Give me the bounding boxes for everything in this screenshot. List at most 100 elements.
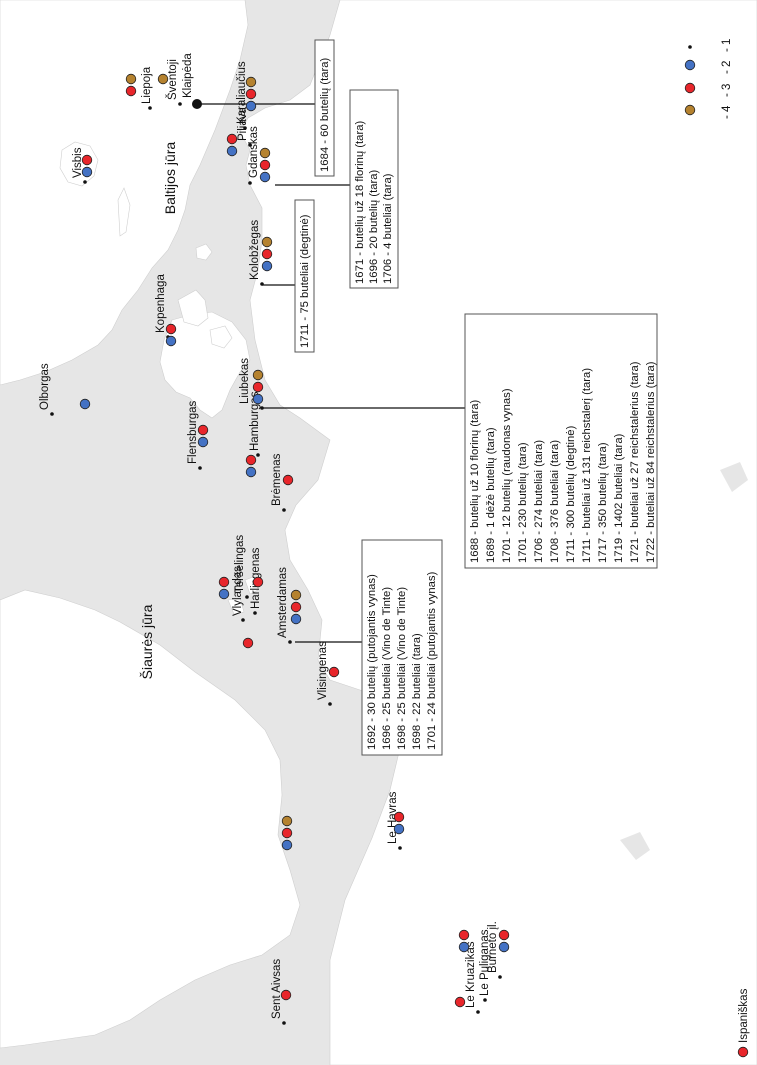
town-label: Gdanskas [248,126,260,178]
town-label: Liepoja [141,66,153,104]
town-dot [282,1021,286,1025]
marker-category-3 [393,811,405,823]
marker-category-4 [281,815,293,827]
town-label: Liubekas [239,358,251,404]
legend-label-1: - 1 [721,39,733,52]
box-amsterdam-line: 1701 - 24 buteliai (putojantis vynas) [426,571,438,750]
marker-category-3 [280,989,292,1001]
marker-category-2 [290,613,302,625]
marker-category-4 [125,73,137,85]
marker-category-3 [498,929,510,941]
lakes [620,462,748,860]
town-label: Olborgas [39,363,51,410]
town-dot [498,975,502,979]
marker-category-3 [245,88,257,100]
town-dot [198,466,202,470]
town-dot [282,508,286,512]
marker-category-4 [252,369,264,381]
marker-category-3 [125,85,137,97]
town-dot [483,998,487,1002]
box-amsterdam: 1692 - 30 butelių (putojantis vynas) 169… [361,539,443,756]
marker-category-3 [328,666,340,678]
marker-category-3 [458,929,470,941]
town-label: Kopenhaga [155,274,167,333]
legend-marker-1 [688,45,692,49]
town-label: Kolobžegas [249,220,261,280]
box-amsterdam-line: 1698 - 25 buteliai (Vino de Tinte) [396,587,408,750]
legend-label-3: - 3 [721,84,733,97]
marker-category-2 [218,588,230,600]
town-dot [245,595,249,599]
marker-category-2 [393,823,405,835]
town-dot [243,126,247,130]
town-dot [328,702,332,706]
box-lubeck-line: 1706 - 274 buteliai (tara) [533,440,545,563]
town-label: Sent Aivsas [271,959,283,1019]
box-lubeck-line: 1719 - 1402 buteliai (tara) [613,433,625,563]
marker-category-2 [261,260,273,272]
box-lubeck-line: 1711 - buteliai už 131 reichstalerį (tar… [581,368,593,563]
town-dot [248,181,252,185]
legend-spanish: Ispaniškas [737,988,750,1058]
box-lubeck-line: 1708 - 376 buteliai (tara) [549,440,561,563]
town-label: Flensburgas [187,400,199,464]
town-dot-large [192,99,202,109]
box-lubeck-line: 1689 - 1 dėžė butelių (tara) [485,427,497,563]
legend-label-spanish: Ispaniškas [738,988,750,1043]
legend-label-4: - 4 [721,105,733,119]
legend-label-2: - 2 [721,61,733,74]
town-label: Vlisingenas [317,641,329,700]
marker-category-3 [281,827,293,839]
marker-category-2 [498,941,510,953]
box-amsterdam-line: 1696 - 25 buteliai (Vino de Tinte) [381,587,393,750]
sea-label-baltic: Baltijos jūra [162,142,178,215]
marker-category-2 [197,436,209,448]
box-gdansk-line: 1696 - 20 butelių (tara) [368,169,380,284]
marker-category-3 [197,424,209,436]
marker-category-3 [218,576,230,588]
town-label: Le Puliganas [479,929,491,996]
box-klaipeda: 1684 - 60 butelių (tara) [314,39,335,177]
town-dot [260,406,264,410]
marker-category-2 [81,166,93,178]
legend-marker-4 [684,104,696,116]
town-label: Klaipėda [182,53,194,98]
marker-category-3 [282,474,294,486]
marker-category-2 [245,466,257,478]
marker-category-4 [157,73,169,85]
town-label: Le Kruazikas [465,941,477,1008]
legend-marker-3 [684,82,696,94]
leader-lines [197,103,465,643]
category-markers [79,73,510,1008]
marker-category-3 [245,454,257,466]
marker-category-3 [81,154,93,166]
box-lubeck-line: 1717 - 350 butelių (tara) [597,442,609,563]
town-label: Amsterdamas [277,567,289,638]
box-lubeck-line: 1711 - 300 butelių (degtinė) [565,425,577,563]
town-dot [260,282,264,286]
town-dot [256,453,260,457]
box-lubeck-line: 1701 - 230 butelių (tara) [517,442,529,563]
town-dot [398,846,402,850]
town-label: Karaliaučius [236,61,248,124]
box-lubeck-line: 1721 - buteliai už 27 reichstalerius (ta… [629,361,641,563]
town-label: Šventoji [166,59,179,100]
marker-category-3 [261,248,273,260]
marker-category-4 [245,76,257,88]
marker-category-3 [252,381,264,393]
marker-category-2 [281,839,293,851]
box-lubeck-line: 1722 - buteliai už 84 reichstalerius (ta… [645,361,657,563]
box-lubeck-line: 1701 - 12 butelių (raudonas vynas) [501,388,513,563]
legend-marker-2 [684,59,696,71]
town-dot [178,102,182,106]
marker-category-3 [226,133,238,145]
box-kolobzeg-line: 1711 - 75 buteliai (degtinė) [299,214,311,348]
marker-category-3 [259,159,271,171]
town-label: Brėmenas [271,453,283,506]
town-label: Burneto įl. [487,921,499,973]
marker-category-3 [242,637,254,649]
town-dot [248,143,252,147]
marker-category-3 [290,601,302,613]
marker-category-2 [458,941,470,953]
